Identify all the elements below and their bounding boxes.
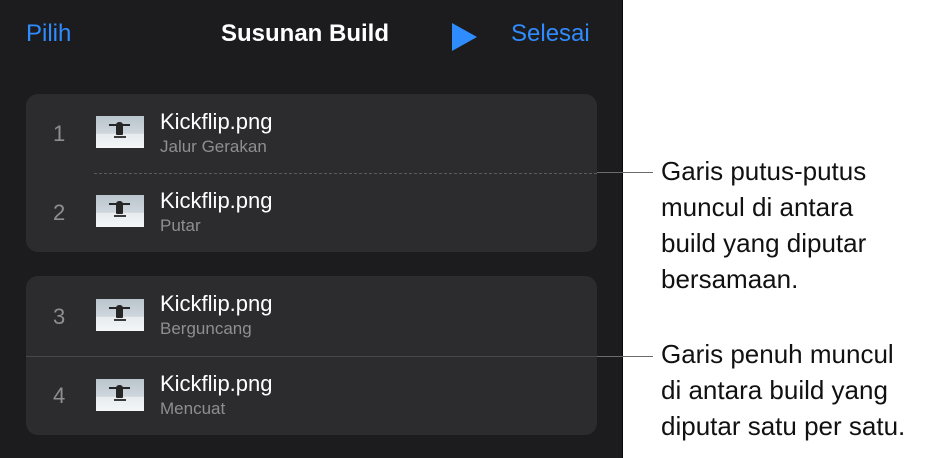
build-group-sequential: 3 Kickflip.png Berguncang 4 Kickflip.png…	[26, 276, 597, 435]
panel-edge	[622, 0, 623, 458]
build-object-name: Kickflip.png	[160, 371, 273, 396]
image-thumbnail	[96, 299, 144, 331]
callout-line: build yang diputar	[661, 228, 867, 258]
build-number: 3	[53, 304, 66, 329]
callout-line: muncul di antara	[661, 192, 854, 222]
callout-line: bersamaan.	[661, 264, 799, 294]
callout-line: diputar satu per satu.	[661, 411, 906, 441]
build-object-name: Kickflip.png	[160, 291, 273, 316]
build-row[interactable]: 4 Kickflip.png Mencuat	[26, 357, 597, 436]
solid-separator	[26, 356, 597, 357]
image-thumbnail	[96, 379, 144, 411]
build-row[interactable]: 1 Kickflip.png Jalur Gerakan	[26, 94, 597, 173]
callout-line: Garis penuh muncul	[661, 339, 894, 369]
build-row[interactable]: 2 Kickflip.png Putar	[26, 173, 597, 252]
callout-leader-line	[597, 356, 653, 357]
callout-leader-line	[597, 172, 653, 173]
image-thumbnail	[96, 195, 144, 227]
build-object-name: Kickflip.png	[160, 109, 273, 134]
callout-line: Garis putus-putus	[661, 156, 867, 186]
build-order-panel: Pilih Susunan Build Selesai 1 Kickflip.p…	[0, 0, 622, 458]
build-effect-name: Berguncang	[160, 319, 252, 338]
build-number: 2	[53, 200, 66, 225]
play-icon[interactable]	[452, 23, 477, 51]
select-button[interactable]: Pilih	[26, 20, 72, 47]
build-object-name: Kickflip.png	[160, 188, 273, 213]
done-button[interactable]: Selesai	[511, 20, 590, 47]
build-effect-name: Mencuat	[160, 399, 226, 418]
callout-line: di antara build yang	[661, 375, 888, 405]
image-thumbnail	[96, 116, 144, 148]
panel-title: Susunan Build	[221, 20, 389, 47]
build-number: 4	[53, 383, 66, 408]
build-number: 1	[53, 121, 66, 146]
build-effect-name: Jalur Gerakan	[160, 137, 267, 156]
build-effect-name: Putar	[160, 216, 201, 235]
callout-dashed-line: Garis putus-putus muncul di antara build…	[661, 153, 941, 297]
dashed-separator	[94, 173, 597, 174]
build-group-simultaneous: 1 Kickflip.png Jalur Gerakan 2 Kickflip.…	[26, 94, 597, 252]
callout-solid-line: Garis penuh muncul di antara build yang …	[661, 336, 941, 444]
build-row[interactable]: 3 Kickflip.png Berguncang	[26, 276, 597, 355]
